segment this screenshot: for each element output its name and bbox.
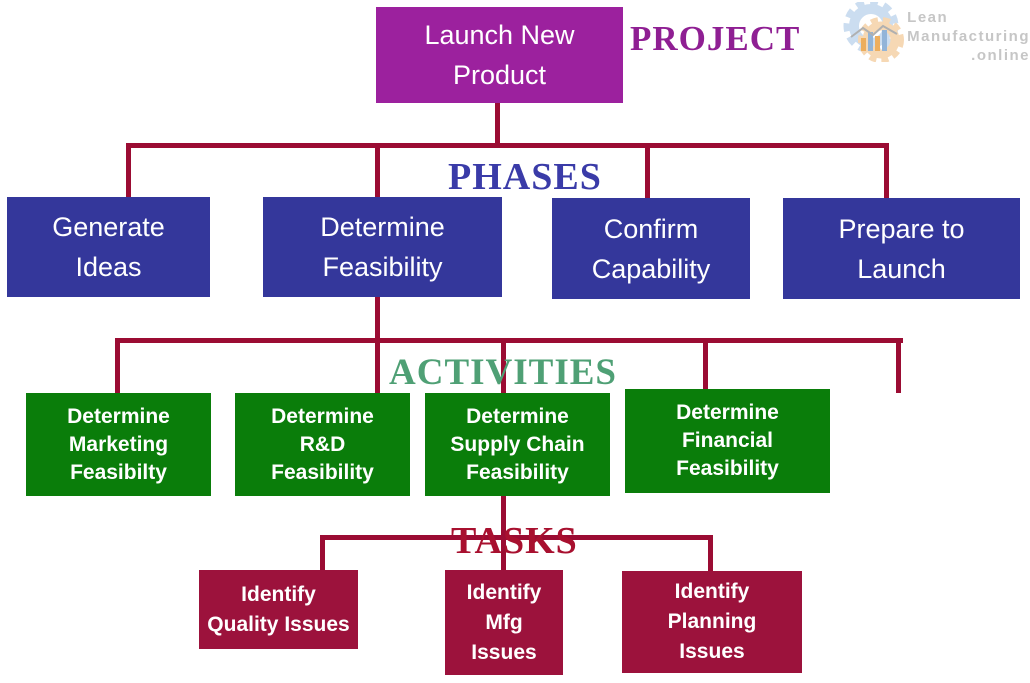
node-text-line: Feasibility — [676, 457, 779, 480]
node-text-line: R&D — [299, 432, 346, 456]
logo-word-online: .online — [971, 47, 1030, 64]
node-text-line: Feasibility — [322, 252, 443, 282]
node-text-line: Quality Issues — [207, 612, 350, 636]
connector-root-drop — [495, 100, 500, 148]
connector-phase3-drop — [645, 143, 650, 199]
node-text-line: Ideas — [75, 252, 142, 282]
node-text-line: Identify — [674, 580, 750, 603]
node-text-line: Feasibility — [466, 460, 569, 484]
node-text-line: Planning — [667, 610, 757, 633]
node-text-line: Generate — [52, 212, 165, 242]
node-text-line: Supply Chain — [450, 432, 585, 456]
node-text-line: Determine — [466, 404, 569, 428]
connector-activity1-drop — [115, 338, 120, 395]
connector-tasks-horizontal — [320, 535, 713, 540]
connector-task2-drop — [501, 535, 506, 572]
node-text-line: Capability — [591, 253, 711, 284]
connector-supplychain-down — [501, 494, 506, 539]
node-identify-planning-issues: Identify Planning Issues — [622, 571, 802, 673]
node-supply-chain-feasibility: Determine Supply Chain Feasibility — [425, 393, 610, 496]
lean-manufacturing-logo: Lean Manufacturing .online — [841, 2, 1030, 65]
node-text-line: Launch New — [424, 20, 575, 50]
connector-phase1-drop — [126, 143, 131, 199]
logo-word-manufacturing: Manufacturing — [907, 28, 1030, 45]
node-identify-quality-issues: Identify Quality Issues — [199, 570, 358, 649]
logo-word-lean: Lean — [907, 9, 949, 26]
node-financial-feasibility: Determine Financial Feasibility — [625, 389, 830, 493]
node-text-line: Marketing — [68, 432, 169, 456]
node-generate-ideas: Generate Ideas — [7, 197, 210, 297]
node-text-line: Issues — [471, 640, 537, 664]
node-text-line: Determine — [676, 401, 779, 424]
node-text-line: Prepare to — [838, 213, 965, 244]
node-text-line: Determine — [67, 404, 170, 428]
gear-chart-icon — [843, 2, 905, 62]
connector-activity3-drop — [501, 338, 506, 395]
node-identify-mfg-issues: Identify Mfg Issues — [445, 570, 563, 675]
node-text-line: Product — [452, 60, 547, 90]
node-text-line: Identify — [466, 580, 542, 604]
node-confirm-capability: Confirm Capability — [552, 198, 750, 299]
node-launch-new-product: Launch New Product — [376, 7, 623, 103]
connector-phase2-drop — [375, 143, 380, 199]
node-text-line: Mfg — [485, 610, 523, 634]
node-text-line: Feasibilty — [70, 460, 167, 484]
node-prepare-to-launch: Prepare to Launch — [783, 198, 1020, 299]
node-rnd-feasibility: Determine R&D Feasibility — [235, 393, 410, 496]
connector-activity4-drop — [703, 338, 708, 391]
node-text-line: Determine — [320, 212, 445, 242]
connector-task3-drop — [708, 535, 713, 573]
phases-level-label: PHASES — [448, 156, 602, 198]
node-determine-feasibility: Determine Feasibility — [263, 197, 502, 297]
logo-wordmark: Lean Manufacturing .online — [907, 2, 1030, 65]
connector-task1-drop — [320, 535, 325, 572]
node-text-line: Issues — [679, 640, 745, 663]
node-text-line: Feasibility — [271, 460, 374, 484]
node-text-line: Confirm — [603, 213, 699, 244]
node-marketing-feasibility: Determine Marketing Feasibilty — [26, 393, 211, 496]
tasks-level-label: TASKS — [451, 520, 578, 562]
connector-activities-right-stub — [896, 338, 901, 393]
node-text-line: Launch — [857, 253, 946, 284]
node-text-line: Identify — [241, 582, 316, 606]
project-level-label: PROJECT — [630, 19, 801, 58]
connector-phase4-drop — [884, 143, 889, 199]
activities-level-label: ACTIVITIES — [389, 352, 617, 393]
connector-feasibility-down — [375, 295, 380, 395]
connector-phases-horizontal — [126, 143, 889, 148]
connector-activities-horizontal — [115, 338, 903, 343]
node-text-line: Determine — [271, 404, 374, 428]
node-text-line: Financial — [681, 429, 774, 452]
